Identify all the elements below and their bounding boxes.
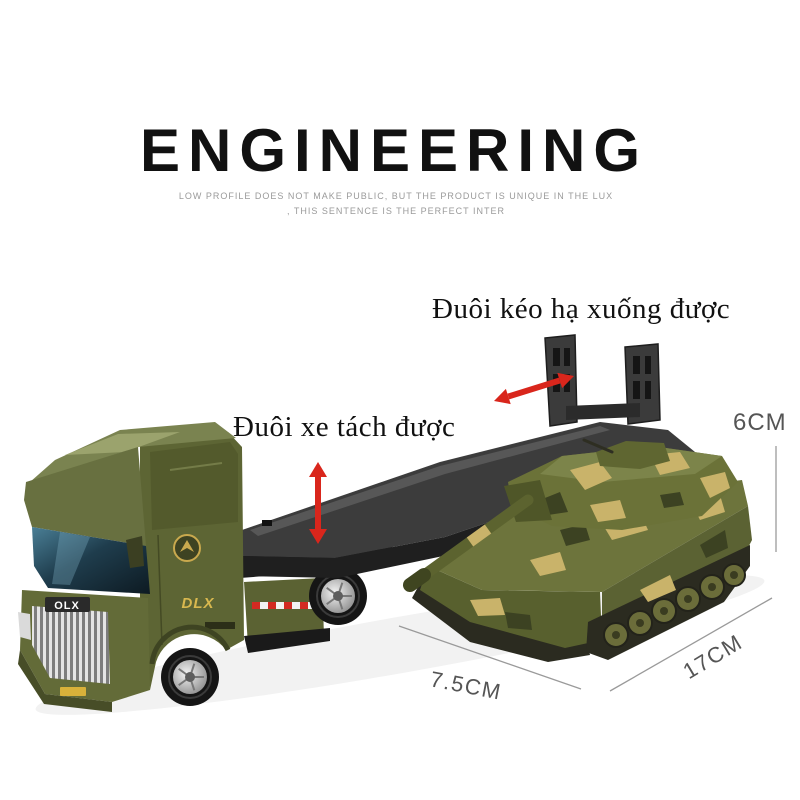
tractor-rear	[244, 567, 367, 653]
headlight	[18, 612, 31, 640]
reflector-stripes	[252, 602, 316, 609]
tank-cupola	[596, 441, 670, 469]
tank	[403, 438, 752, 662]
grille-badge-text: OLX	[54, 600, 80, 612]
trailer-deck-highlight	[250, 426, 610, 536]
front-bumper	[18, 650, 112, 712]
roof-light-strip	[65, 432, 180, 455]
cab-front-upper	[24, 447, 146, 546]
trailer-deck-side	[242, 452, 695, 578]
tank-muzzle	[403, 568, 431, 592]
tractor-fuel-tank	[244, 578, 324, 646]
tractor-front-wheel	[161, 648, 219, 706]
detach-motion-arrow	[309, 462, 327, 544]
subtitle-line-1: LOW PROFILE DOES NOT MAKE PUBLIC, BUT TH…	[178, 191, 614, 201]
length-dimension-line	[609, 597, 773, 692]
coupling-latch	[262, 520, 272, 526]
ramp-motion-arrow	[494, 372, 574, 405]
cab-vent-line	[169, 462, 223, 471]
windshield	[32, 527, 150, 594]
tank-machine-gun	[582, 438, 614, 454]
tank-hull-front	[420, 566, 602, 648]
side-mirror	[126, 536, 144, 568]
tractor-cab: OLX DLX	[18, 422, 244, 712]
ramp-annotation: Đuôi kéo hạ xuống được	[432, 293, 731, 325]
trailer-annotation: Đuôi xe tách được	[233, 411, 456, 443]
height-dimension-label: 6CM	[733, 409, 787, 436]
cab-roof	[30, 422, 236, 482]
cab-step	[205, 622, 235, 629]
windshield-reflection	[52, 532, 90, 585]
page-title: ENGINEERING	[139, 117, 649, 184]
tractor-chassis-rail	[244, 628, 330, 653]
license-plate	[60, 687, 86, 696]
grille-badge	[45, 597, 90, 612]
subtitle-line-2: , THIS SENTENCE IS THE PERFECT INTER	[286, 206, 506, 216]
tractor-rear-wheel	[309, 567, 367, 625]
tank-road-wheels	[603, 563, 746, 648]
cab-door-line	[157, 534, 163, 646]
door-logo-text: DLX	[182, 595, 215, 612]
front-wheel-arch	[149, 624, 231, 665]
width-dimension-line	[398, 625, 582, 690]
grille	[32, 606, 110, 684]
ramp-crossbar	[566, 403, 640, 420]
cab-side-upper-panel	[150, 442, 238, 530]
door-emblem-mark	[180, 540, 194, 552]
tank-gun-barrel-camo	[466, 524, 492, 547]
